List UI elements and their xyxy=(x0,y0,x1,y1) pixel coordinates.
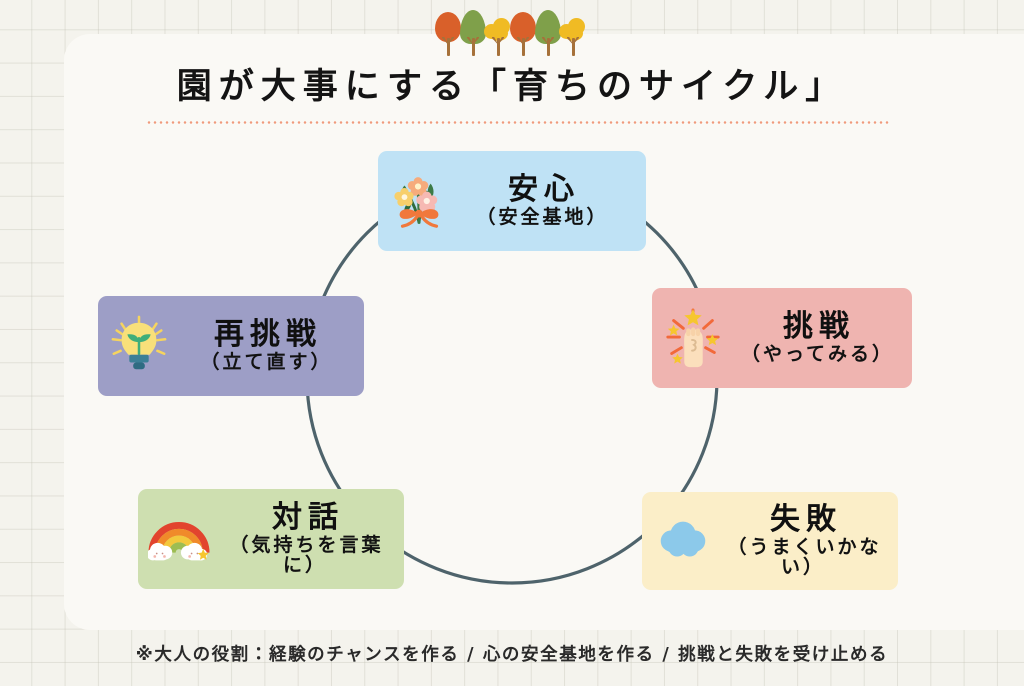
title-divider xyxy=(146,121,890,124)
footnote-text: ※大人の役割：経験のチャンスを作る / 心の安全基地を作る / 挑戦と失敗を受け… xyxy=(135,645,889,665)
page-title: 園が大事にする「育ちのサイクル」 xyxy=(176,67,848,107)
